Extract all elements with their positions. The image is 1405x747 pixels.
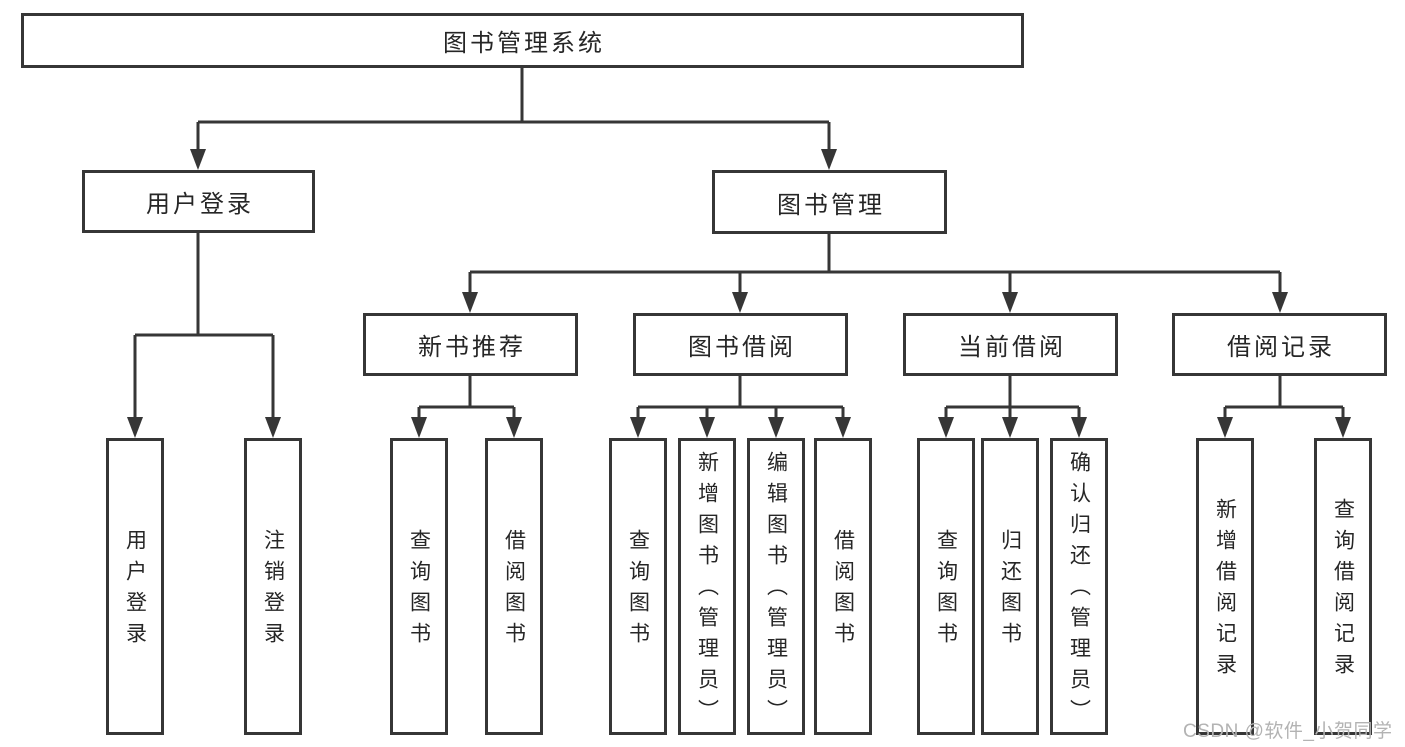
node-label: 借阅图书 [831,528,855,653]
node-leaf-add-books-admin: 新增图书（管理员） [678,438,736,735]
node-label: 用户登录 [123,528,147,653]
node-label: 查询图书 [626,528,650,653]
node-label: 借阅图书 [502,528,526,653]
node-label: 编辑图书（管理员） [764,451,788,730]
arrow-icon [1002,417,1018,438]
node-leaf-return-books: 归还图书 [981,438,1039,735]
arrow-icon [1002,292,1018,313]
arrow-icon [1071,417,1087,438]
arrowheads [127,149,1351,438]
node-leaf-logout: 注销登录 [244,438,302,735]
watermark: CSDN @软件_小贺同学 [1183,721,1393,742]
node-leaf-query-books-current: 查询图书 [917,438,975,735]
node-user-login: 用户登录 [82,170,315,233]
arrow-icon [1335,417,1351,438]
node-label: 图书管理 [777,191,885,219]
arrow-icon [732,292,748,313]
arrow-icon [835,417,851,438]
node-new-book-recommend: 新书推荐 [363,313,578,376]
node-leaf-add-borrow-record: 新增借阅记录 [1196,438,1254,735]
arrow-icon [821,149,837,170]
node-label: 注销登录 [261,528,285,653]
arrow-icon [1217,417,1233,438]
node-leaf-query-books-newbook: 查询图书 [390,438,448,735]
node-book-borrowing: 图书借阅 [633,313,848,376]
node-leaf-user-login: 用户登录 [106,438,164,735]
node-label: 借阅记录 [1227,334,1335,361]
arrow-icon [938,417,954,438]
arrow-icon [1272,292,1288,313]
node-leaf-borrow-books-newbook: 借阅图书 [485,438,543,735]
node-label: 图书借阅 [688,334,796,361]
node-label: 新增图书（管理员） [695,451,719,730]
arrow-icon [127,417,143,438]
node-book-management: 图书管理 [712,170,947,234]
arrow-icon [265,417,281,438]
arrow-icon [768,417,784,438]
arrow-icon [190,149,206,170]
arrow-icon [699,417,715,438]
node-label: 新书推荐 [418,334,526,361]
arrow-icon [411,417,427,438]
node-current-borrowing: 当前借阅 [903,313,1118,376]
node-label: 图书管理系统 [443,30,605,57]
node-borrowing-records: 借阅记录 [1172,313,1387,376]
node-label: 查询图书 [934,528,958,653]
arrow-icon [630,417,646,438]
node-label: 用户登录 [146,191,254,218]
arrow-icon [462,292,478,313]
node-label: 新增借阅记录 [1213,497,1237,684]
node-label: 确认归还（管理员） [1067,451,1091,730]
connector-lines [133,68,1345,420]
node-leaf-borrow-books: 借阅图书 [814,438,872,735]
node-label: 当前借阅 [958,334,1066,361]
node-leaf-query-books-borrow: 查询图书 [609,438,667,735]
node-root: 图书管理系统 [21,13,1024,68]
arrow-icon [506,417,522,438]
node-label: 查询借阅记录 [1331,497,1355,684]
node-leaf-query-borrow-record: 查询借阅记录 [1314,438,1372,735]
node-label: 归还图书 [998,528,1022,653]
node-leaf-confirm-return-admin: 确认归还（管理员） [1050,438,1108,735]
node-leaf-edit-books-admin: 编辑图书（管理员） [747,438,805,735]
node-label: 查询图书 [407,528,431,653]
